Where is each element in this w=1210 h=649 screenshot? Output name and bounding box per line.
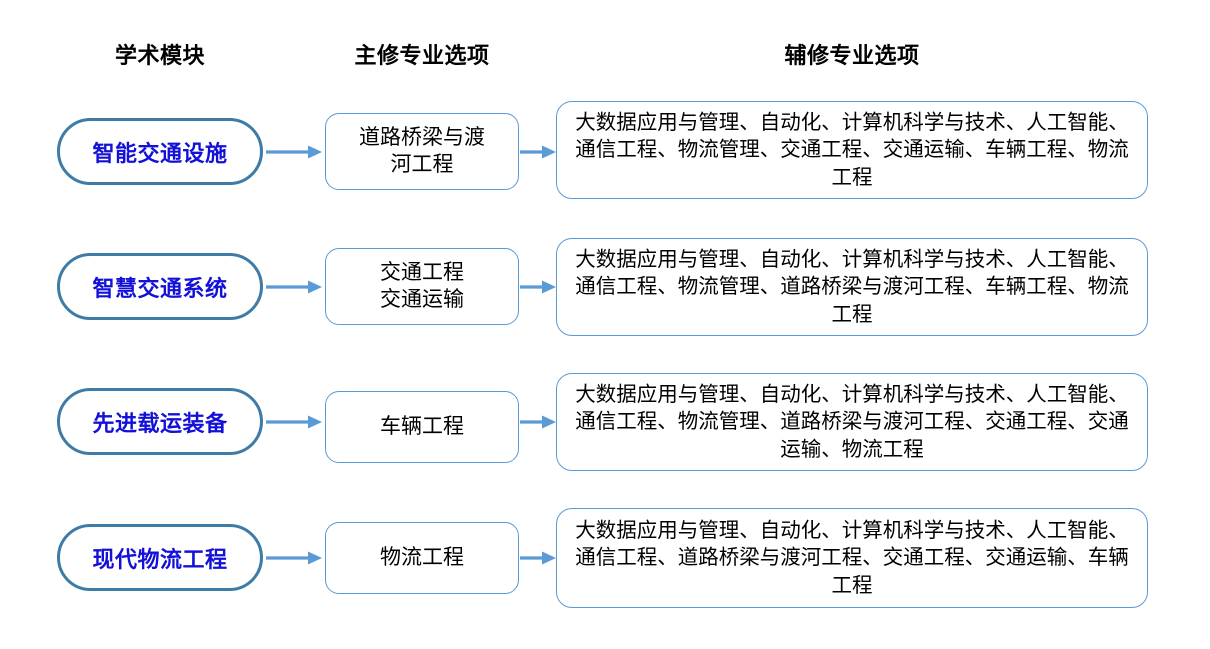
major-box-label: 车辆工程 (380, 414, 464, 438)
minor-box-label: 大数据应用与管理、自动化、计算机科学与技术、人工智能、通信工程、物流管理、道路桥… (575, 383, 1129, 461)
diagram-row: 现代物流工程 物流工程 大数据应用与管理、自动化、计算机科学与技术、人工智能、通… (0, 0, 1210, 608)
column-header-minor: 辅修专业选项 (784, 43, 920, 68)
major-box[interactable]: 交通工程 交通运输 (325, 248, 519, 325)
minor-box[interactable]: 大数据应用与管理、自动化、计算机科学与技术、人工智能、通信工程、道路桥梁与渡河工… (556, 508, 1148, 608)
column-header-module: 学术模块 (114, 43, 205, 68)
arrow-module-to-major (266, 144, 322, 160)
diagram-row: 智慧交通系统 交通工程 交通运输 大数据应用与管理、自动化、计算机科学与技术、人… (0, 0, 1210, 336)
major-box[interactable]: 车辆工程 (325, 391, 519, 463)
major-box[interactable]: 物流工程 (325, 522, 519, 594)
major-box-label: 物流工程 (380, 545, 464, 569)
module-pill-label: 智慧交通系统 (92, 275, 228, 301)
arrow-module-to-major (266, 550, 322, 566)
minor-box-label: 大数据应用与管理、自动化、计算机科学与技术、人工智能、通信工程、物流管理、道路桥… (575, 248, 1129, 326)
module-pill[interactable]: 智能交通设施 (57, 118, 263, 185)
arrow-module-to-major (266, 279, 322, 295)
arrow-module-to-major (266, 414, 322, 430)
module-pill-label: 先进载运装备 (92, 410, 228, 436)
diagram-row: 先进载运装备 车辆工程 大数据应用与管理、自动化、计算机科学与技术、人工智能、通… (0, 0, 1210, 471)
arrow-major-to-minor (520, 550, 556, 566)
major-box-label: 道路桥梁与渡 河工程 (359, 125, 485, 176)
major-box-label: 交通工程 交通运输 (380, 260, 464, 311)
module-pill[interactable]: 先进载运装备 (57, 388, 263, 455)
minor-box[interactable]: 大数据应用与管理、自动化、计算机科学与技术、人工智能、通信工程、物流管理、道路桥… (556, 238, 1148, 336)
arrow-major-to-minor (520, 279, 556, 295)
arrow-major-to-minor (520, 144, 556, 160)
module-pill[interactable]: 智慧交通系统 (57, 253, 263, 320)
minor-box-label: 大数据应用与管理、自动化、计算机科学与技术、人工智能、通信工程、物流管理、交通工… (575, 111, 1129, 189)
module-pill-label: 现代物流工程 (92, 546, 228, 572)
major-box[interactable]: 道路桥梁与渡 河工程 (325, 113, 519, 190)
module-pill[interactable]: 现代物流工程 (57, 524, 263, 591)
arrow-major-to-minor (520, 414, 556, 430)
column-header-major: 主修专业选项 (354, 43, 490, 68)
minor-box-label: 大数据应用与管理、自动化、计算机科学与技术、人工智能、通信工程、道路桥梁与渡河工… (575, 519, 1129, 597)
module-pill-label: 智能交通设施 (92, 140, 228, 166)
minor-box[interactable]: 大数据应用与管理、自动化、计算机科学与技术、人工智能、通信工程、物流管理、道路桥… (556, 373, 1148, 471)
minor-box[interactable]: 大数据应用与管理、自动化、计算机科学与技术、人工智能、通信工程、物流管理、交通工… (556, 101, 1148, 199)
diagram-row: 智能交通设施 道路桥梁与渡 河工程 大数据应用与管理、自动化、计算机科学与技术、… (0, 0, 1210, 199)
